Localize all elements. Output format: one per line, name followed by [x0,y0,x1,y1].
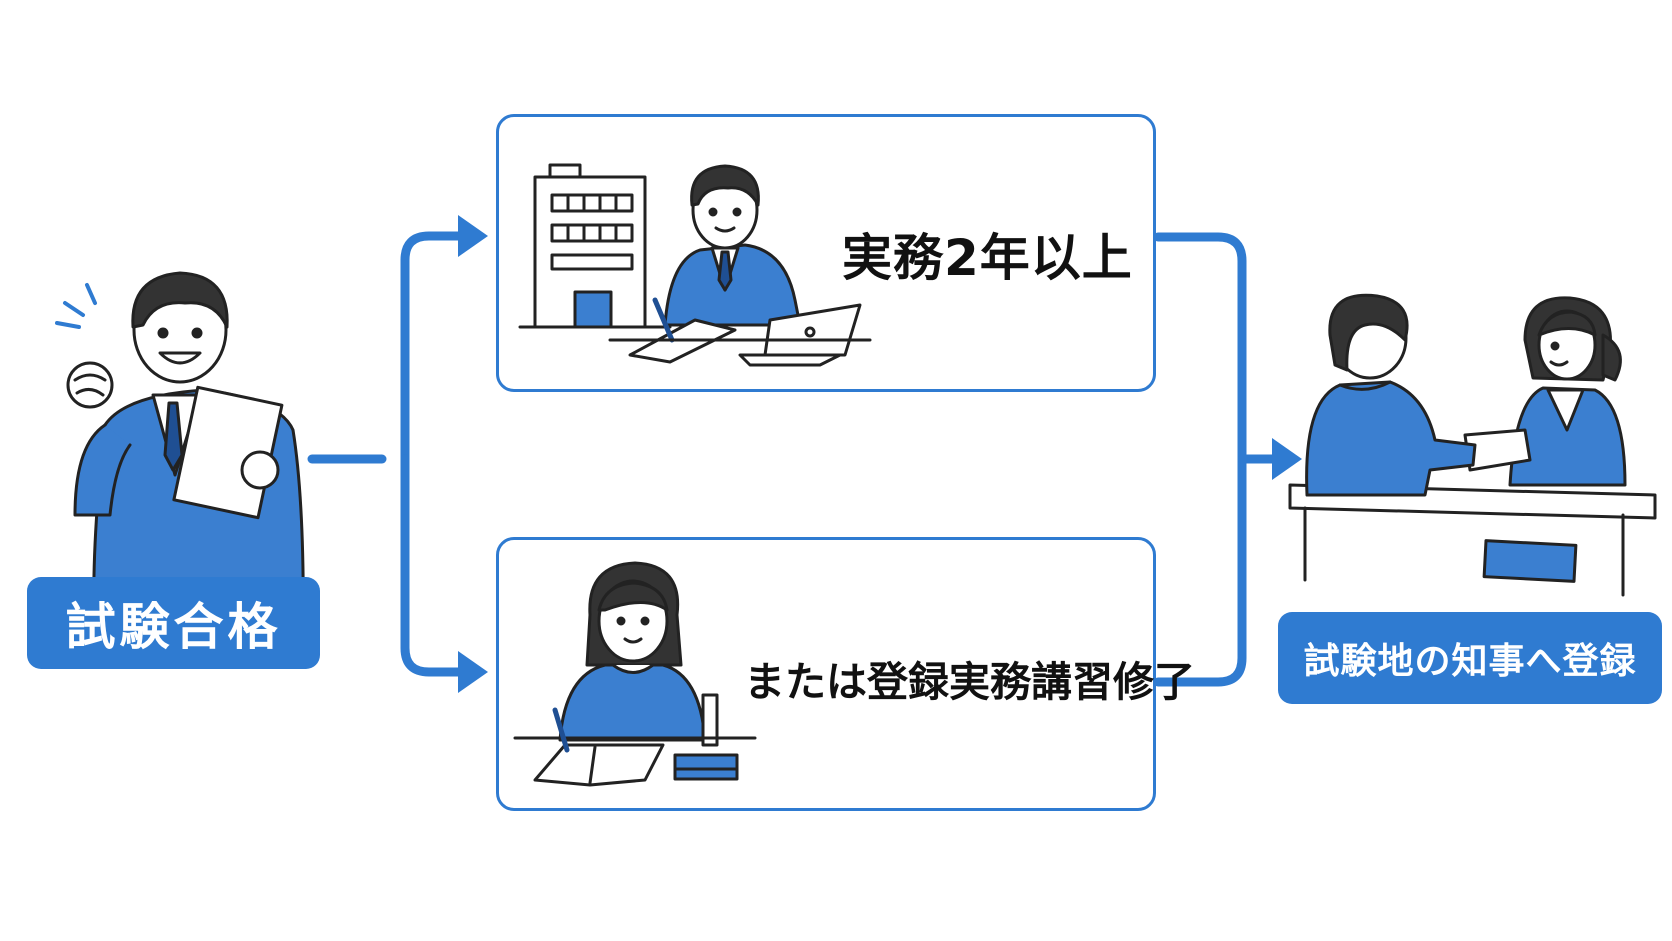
office-worker-illustration [518,163,872,367]
book-icon [673,753,739,781]
studying-woman-illustration [513,561,757,787]
woman-body [558,663,707,742]
connector-branch-bottom [400,454,467,677]
connector-branch-top [400,231,467,464]
arrowhead-end [1272,438,1302,480]
label-exam-passed: 試験合格 [27,577,320,669]
label-register-with-governor: 試験地の知事へ登録 [1278,612,1662,704]
arrowhead-top [458,215,488,257]
route-text-work-experience: 実務2年以上 [842,229,1133,287]
route-text-registered-course: または登録実務講習修了 [744,658,1195,706]
hair [131,271,229,329]
arrowhead-bottom [458,651,488,693]
sparkle-lines [55,283,97,329]
building-icon [518,163,672,329]
applicant-body [1305,380,1477,497]
worker-body [663,243,802,327]
registration-counter-illustration [1288,293,1657,597]
fist [66,361,114,409]
pen [652,297,675,343]
passed-man-illustration [55,271,305,647]
pen [552,707,570,753]
notebook [533,743,665,787]
connector-top-merge [1153,232,1247,687]
raised-arm [73,423,132,517]
